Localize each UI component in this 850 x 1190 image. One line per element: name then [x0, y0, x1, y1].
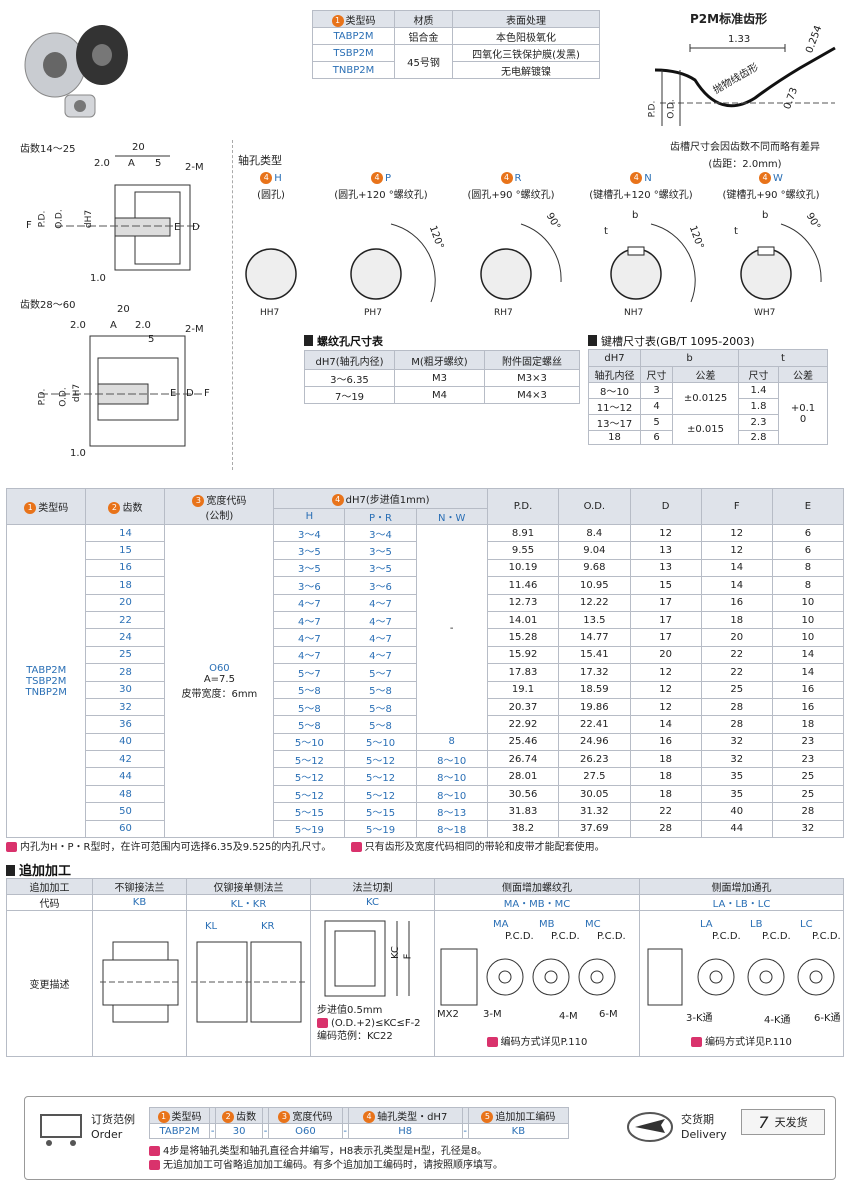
kc-drawing	[324, 920, 409, 997]
airplane-icon	[627, 1112, 673, 1142]
col-surface: 表面处理	[452, 10, 600, 28]
tooth-profile-drawing	[654, 44, 836, 126]
col-screw: 附件固定螺丝	[484, 350, 580, 370]
tooth-note: 齿槽尺寸会因齿数不同而略有差异 (齿距：2.0mm)	[670, 142, 820, 170]
dim-ph7: PH7	[364, 308, 382, 318]
type-cell: TSBP2M	[312, 44, 395, 62]
dim-rh7: RH7	[494, 308, 513, 318]
tooth-profile: P2M标准齿形 1.33 0.254 抛物线齿形 0.73 P.D. O.D.	[647, 8, 840, 128]
delivery-label: 交货期 Delivery	[681, 1113, 727, 1141]
extra-title: 追加加工	[6, 860, 71, 879]
note-icon	[149, 1160, 160, 1170]
note-icon	[350, 842, 362, 852]
dim-hh7: HH7	[260, 308, 280, 318]
spec-notes: 内孔为H・P・R型时，在许可范围内可选择6.35及9.525的内孔尺寸。 只有齿…	[6, 838, 605, 853]
od-label: O.D.	[666, 99, 677, 119]
order-label: 订货范例 Order	[91, 1113, 135, 1141]
surface-cell: 四氧化三铁保护膜(发黑)	[452, 44, 600, 62]
bore-drawings	[245, 223, 822, 303]
section-diagram-1: 齿数14～25 20 2.0 A 5 2-M F P.D. O.D. dH7 E…	[20, 142, 204, 284]
surface-cell: 本色阳极氧化	[452, 27, 600, 45]
note-icon	[486, 1037, 498, 1047]
order-notes: 4步是将轴孔类型和轴孔直径合并编写，H8表示孔类型是H型，孔径是8。 无追加加工…	[149, 1145, 503, 1173]
col-m: M(粗牙螺纹)	[394, 350, 485, 370]
col-od: O.D.	[558, 488, 631, 525]
note-icon	[6, 842, 17, 852]
diagram-title-1: 齿数14～25	[20, 144, 76, 155]
product-photo	[10, 10, 130, 125]
note-icon	[149, 1146, 160, 1156]
type-cell: TABP2M	[312, 27, 395, 45]
surface-cell: 无电解镀镍	[452, 61, 600, 79]
section-diagram-2: 齿数28～60 20 2.0 A 2.0 2-M 5 P.D. O.D. dH7…	[20, 296, 220, 466]
bore-type-title: 轴孔类型	[238, 154, 282, 167]
dim-nh7: NH7	[624, 308, 644, 318]
col-e: E	[771, 488, 845, 525]
col-d: D	[629, 488, 702, 525]
l-hole-drawing	[647, 948, 835, 1006]
kb-drawing	[99, 941, 180, 1023]
extra-table: 追加加工 不铆接法兰 仅铆接单侧法兰 法兰切割 侧面增加螺纹孔 侧面增加通孔 代…	[6, 878, 844, 1057]
tooth-title: P2M标准齿形	[690, 12, 768, 26]
note-icon	[317, 1018, 328, 1028]
type-cell: TNBP2M	[312, 61, 395, 79]
material-cell: 铝合金	[394, 27, 453, 45]
col-pd: P.D.	[486, 488, 560, 525]
m-hole-drawing	[440, 948, 616, 1006]
key-table-title: 键槽尺寸表(GB/T 1095-2003)	[588, 333, 755, 349]
pulley-photo-icon	[24, 25, 128, 118]
note-icon	[691, 1037, 703, 1047]
cart-icon	[40, 1114, 82, 1146]
dim-1-33: 1.33	[728, 34, 751, 45]
pd-label: P.D.	[647, 100, 658, 118]
col-material: 材质	[394, 10, 453, 28]
diagram-title-2: 齿数28～60	[20, 300, 76, 311]
screw-table-title: 螺纹孔尺寸表	[304, 333, 383, 349]
kl-kr-drawing	[190, 941, 307, 1023]
dim-wh7: WH7	[754, 308, 776, 318]
col-f: F	[700, 488, 773, 525]
col-dh7: dH7(轴孔内径)	[304, 350, 395, 370]
material-cell: 45号钢	[394, 44, 453, 79]
divider-vertical	[232, 140, 233, 470]
